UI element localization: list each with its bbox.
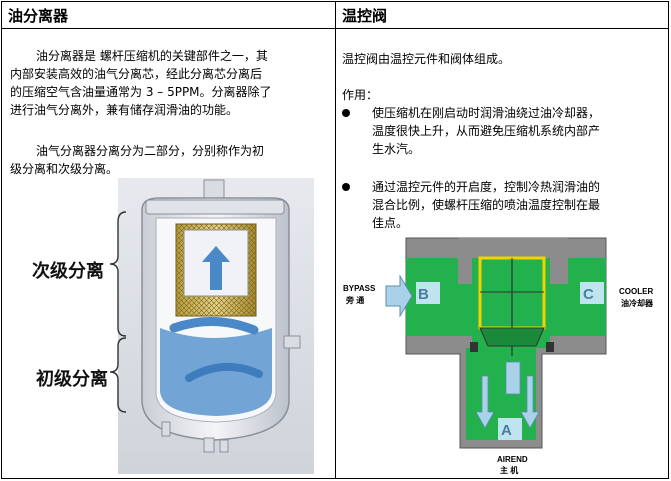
bullet-item: 通过温控元件的开启度，控制冷热润滑油的 混合比例，使螺杆压缩的喷油温度控制在最 … (342, 178, 662, 238)
flow-arrow-icon (520, 375, 540, 429)
airend-en-label: AIREND (497, 455, 528, 464)
bullet-icon (342, 109, 350, 117)
port-c-box (580, 282, 604, 304)
text-line: 混合比例，使螺杆压缩的喷油温度控制在最 (372, 198, 601, 212)
text-line: 油气分离器分离分为二部分，分别称作为初 (36, 144, 265, 158)
flow-arrow-icon (475, 375, 495, 429)
text-line: 生水汽。 (372, 142, 421, 156)
bypass-inlet-arrow-icon (385, 274, 413, 318)
port-a-label: A (501, 422, 512, 439)
header-divider (1, 28, 669, 29)
text-line: 温度很快上升，从而避免压缩机系统内部产 (372, 124, 601, 138)
cooler-en-label: COOLER (619, 287, 654, 296)
bypass-cn-label: 旁 通 (346, 296, 365, 305)
airend-cn-label: 主 机 (500, 466, 519, 475)
text-line: 进行油气分离外，兼有储存润滑油的功能。 (10, 103, 239, 117)
text-line: 内部安装高效的油气分离芯，经此分离芯分离后 (10, 67, 263, 81)
text-line: 佳点。 (372, 216, 409, 230)
bullet-icon (342, 183, 350, 191)
bypass-en-label: BYPASS (343, 284, 376, 293)
usage-label: 作用： (342, 88, 379, 102)
bullet-item: 使压缩机在刚启动时润滑油绕过油冷却器， 温度很快上升，从而避免压缩机系统内部产 … (342, 104, 662, 164)
secondary-separation-label: 次级分离 (32, 261, 104, 282)
port-c-label: C (583, 286, 594, 303)
text-line: 油分离器是 螺杆压缩机的关键部件之一，其 (36, 49, 268, 63)
column-divider (335, 1, 336, 479)
thermostatic-valve-title: 温控阀 (342, 7, 388, 25)
primary-separation-label: 初级分离 (36, 369, 108, 390)
port-a-box (498, 418, 522, 440)
secondary-brace (109, 211, 127, 337)
text-line: 级分离和次级分离。 (10, 162, 119, 176)
cooler-cn-label: 油冷却器 (621, 299, 653, 308)
text-line: 的压缩空气含油量通常为 3 – 5PPM。分离器除了 (10, 85, 272, 99)
port-b-label: B (418, 286, 429, 303)
text-line: 使压缩机在刚启动时润滑油绕过油冷却器， (372, 106, 601, 120)
text-line: 通过温控元件的开启度，控制冷热润滑油的 (372, 180, 601, 194)
oil-separator-paragraph-1: 油分离器是 螺杆压缩机的关键部件之一，其 内部安装高效的油气分离芯，经此分离芯分… (10, 47, 272, 119)
port-b-box (416, 282, 440, 304)
primary-brace (109, 337, 127, 413)
oil-separator-paragraph-2: 油气分离器分离分为二部分，分别称作为初 级分离和次级分离。 (10, 142, 264, 178)
oil-separator-title: 油分离器 (8, 7, 69, 25)
valve-intro: 温控阀由温控元件和阀体组成。 (342, 52, 511, 66)
oil-separator-figure (109, 178, 314, 474)
thermostatic-valve-diagram (385, 237, 607, 449)
gas-flow-arrow-icon (202, 246, 230, 290)
